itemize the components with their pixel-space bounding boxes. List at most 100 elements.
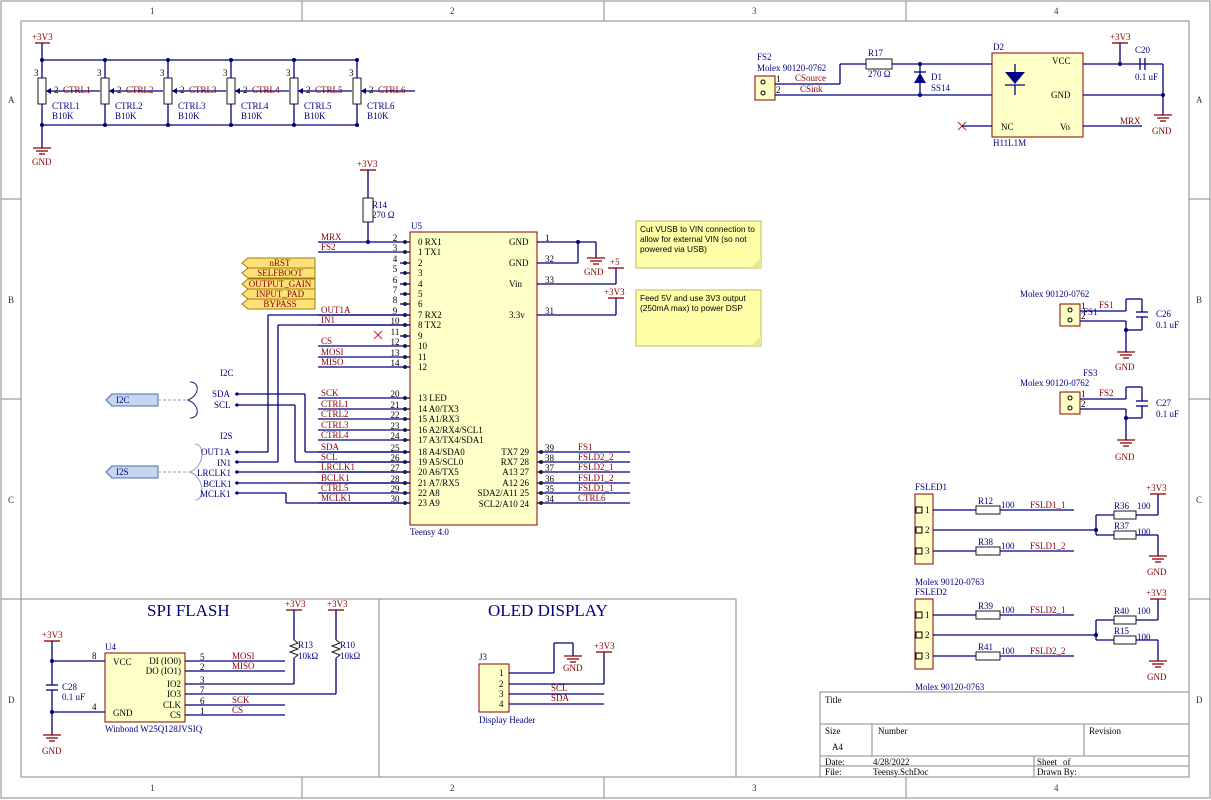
wiper-arrow-icon [361,88,366,94]
port-label: BYPASS [263,299,296,309]
teensy-right-pin-number: 36 [545,474,555,484]
teensy-right-net-label: FS1 [578,442,593,452]
note-5v: Feed 5V and use 3V3 output (250mA max) t… [635,289,762,347]
fsled1-gnd-label: GND [1147,567,1167,577]
zone-row-d: D [8,695,15,705]
c26-value: 0.1 uF [1156,320,1179,330]
note-vusb-text: Cut VUSB to VIN connection to allow for … [640,224,755,254]
fsled2-net-a: FSLD2_1 [1030,605,1066,615]
teensy-pin-name: 21 A7/RX5 [418,478,460,488]
c27-value: 0.1 uF [1156,409,1179,419]
pot-pin3: 3 [34,68,39,78]
u4-pin-name: CLK [163,700,182,710]
fs3-designator: FS3 [1083,368,1098,378]
teensy-pin-name: 22 A8 [418,488,440,498]
teensy-right-net-label: CTRL6 [578,493,606,503]
tb-title-label: Title [825,695,842,705]
zone-col-4: 4 [1054,6,1059,16]
pot-net-label: CTRL1 [63,85,91,95]
teensy-pin-number: 7 [393,285,398,295]
fsled2-pin-3: 3 [925,651,930,661]
teensy-pin-name: 11 [418,352,427,362]
fsled1-rb-value: 100 [1001,541,1015,551]
zone-col-4-bottom: 4 [1054,783,1059,793]
teensy-pin-number: 11 [391,327,400,337]
u4-pin-gnd: GND [113,708,133,718]
teensy-pin-number: 20 [391,389,401,399]
teensy-net-label: MRX [321,232,342,242]
teensy-pin-name: 23 A9 [418,498,440,508]
r10-value: 10kΩ [340,651,361,661]
r14-circuit: +3V3 R14 270 Ω [357,159,395,244]
fsled1-rd-value: 100 [1137,527,1151,537]
fsled1-pin-2: 2 [925,525,930,535]
u4-pin-number: 2 [200,662,205,672]
zone-row-a: A [8,95,15,105]
teensy-pin-number: 14 [391,358,401,368]
wiper-arrow-icon [109,88,114,94]
svg-text:1: 1 [1081,301,1086,311]
u4-net-label: CS [232,705,243,715]
teensy-net-label: CTRL1 [321,399,349,409]
d2-designator: D2 [993,42,1004,52]
fs1-footswitch: FS1 Molex 90120-0762 1 2 GND FS1 C26 0.1… [1020,289,1179,372]
teensy-module: U5 Teensy 4.0 [373,221,538,537]
u4-net-label: MOSI [232,651,255,661]
svg-text:2: 2 [1081,311,1086,321]
u4-pin-number: 1 [200,706,205,716]
fsled1-ra-designator: R12 [978,496,993,506]
teensy-designator: U5 [411,221,422,231]
teensy-pin-name: 5 [418,289,423,299]
pot-pin3: 3 [286,68,291,78]
r10-power-label: +3V3 [327,599,348,609]
fs3-net: FS2 [1099,388,1114,398]
pot-pin2: 2 [243,85,248,95]
teensy-pin-number: 9 [393,306,398,316]
midi-input-circuit: FS2 Molex 90120-0762 1 2 CSource CSink R… [754,32,1172,148]
teensy-pin-name: 6 [418,299,423,309]
tb-date-label: Date: [825,757,845,767]
i2c-bus-entry [105,393,159,407]
d2-power-label: +3V3 [1110,32,1131,42]
tb-sheet-label: Sheet [1037,757,1057,767]
teensy-pin-number: 13 [391,348,401,358]
i2s-bus-entry [105,465,159,479]
port-label: SELFBOOT [257,268,303,278]
tb-of-label: of [1063,757,1071,767]
j3-scl-net: SCL [551,683,568,693]
teensy-pin-name: 14 A0/TX3 [418,404,459,414]
u4-pin-name: DO (IO1) [146,666,181,676]
i2c-scl: SCL [214,400,231,410]
teensy-pin-number: 4 [393,254,398,264]
teensy-pin-name: 18 A4/SDA0 [418,447,465,457]
tb-size-value: A4 [832,742,843,752]
pot-net-label: CTRL2 [126,85,154,95]
u4-pin-name: DI (IO0) [149,656,181,666]
teensy-right-pin-name: SCL2/A10 24 [479,499,530,509]
fsled1-pin-3: 3 [925,546,930,556]
i2c-bus-label: I2C [116,395,130,405]
teensy-right-pin-number: 34 [545,494,555,504]
pot-pin2: 2 [306,85,311,95]
d2-value: H11L1M [993,138,1026,148]
j3-sda-net: SDA [551,693,570,703]
teensy-net-label: FS2 [321,242,336,252]
teensy-pin-name: 9 [418,331,423,341]
j3-pin-4: 4 [499,699,504,709]
fs3-footswitch: FS3 Molex 90120-0762 1 2 GND FS2 C27 0.1… [1020,368,1179,462]
fsled2-rc-designator: R40 [1114,606,1130,616]
teensy-pin-name: 20 A6/TX5 [418,467,459,477]
fsled2-pin-1: 1 [925,610,930,620]
port-label: INPUT_PAD [256,289,305,299]
fsled2-rd-value: 100 [1137,632,1151,642]
port-nrst: nRST [241,257,316,269]
j3-designator: J3 [479,652,488,662]
